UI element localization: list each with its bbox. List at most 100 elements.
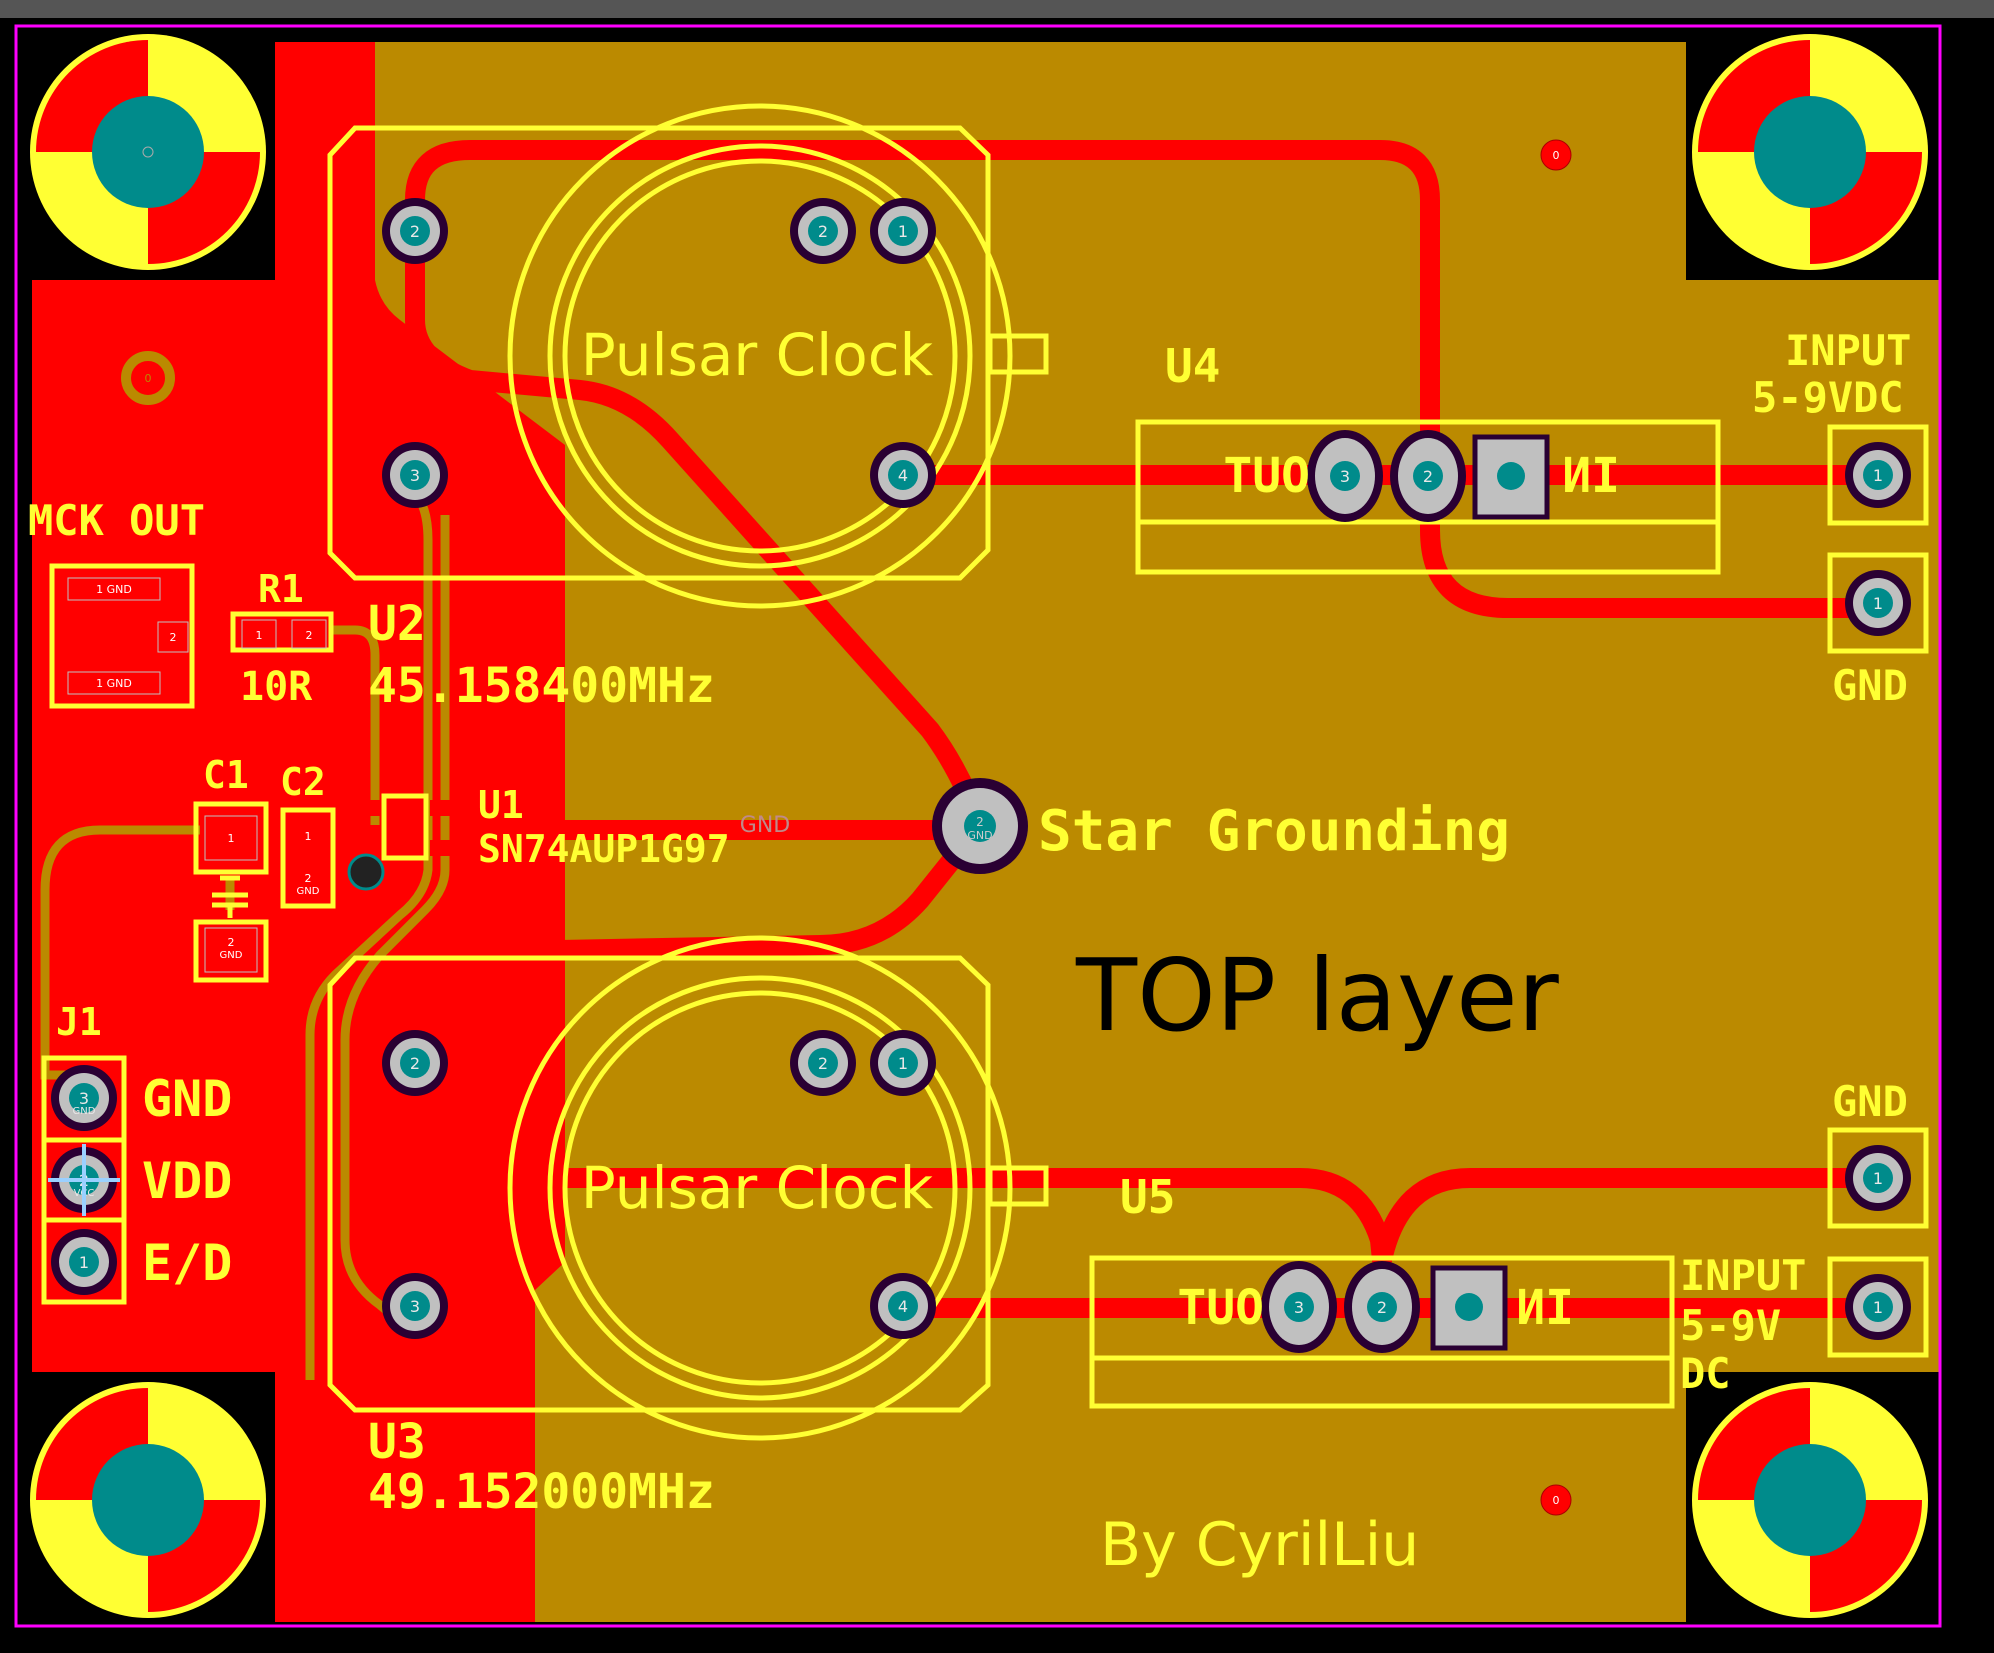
pad-number: 2 <box>1377 1298 1387 1317</box>
mck-out-label: MCK OUT <box>28 496 205 545</box>
u4-pad-3: 3 <box>1307 430 1383 522</box>
mck-pad-top-text: 1 GND <box>96 583 132 596</box>
pad-number: 3 <box>1294 1298 1304 1317</box>
connector-outlines <box>41 424 1929 1358</box>
pad-number: 3 <box>79 1089 89 1108</box>
u2-pad-2b: 2 <box>790 198 856 264</box>
author-label: By CyrilLiu <box>1100 1510 1419 1580</box>
regulator-outlines <box>1089 419 1721 1409</box>
u1-ref: U1 <box>478 783 524 827</box>
pad-number: 4 <box>898 466 908 485</box>
j1-vdd-label: VDD <box>142 1152 232 1210</box>
j1-ed-label: E/D <box>142 1234 232 1292</box>
through-hole-pads: 221342213432321111321GNDVCC <box>48 198 1911 1353</box>
mck-pad-bot-text: 1 GND <box>96 677 132 690</box>
u1-part: SN74AUP1G97 <box>478 827 730 871</box>
j1-pad-3: 3 <box>51 1065 117 1131</box>
mck-pad-mid-text: 2 <box>170 631 177 644</box>
via-label-top: 0 <box>1553 149 1560 162</box>
board-outline <box>14 24 1942 1628</box>
vias <box>121 139 1572 1516</box>
c2-pad2-text: 2 <box>305 872 312 885</box>
u4-in-label: IN <box>1562 448 1620 504</box>
r1-value: 10R <box>240 664 313 710</box>
u5-in-label: IN <box>1516 1280 1574 1336</box>
c2-pad2-net: GND <box>297 886 320 897</box>
u2-pad-4: 4 <box>870 442 936 508</box>
pad-number: 3 <box>410 466 420 485</box>
p-bot-range2-label: DC <box>1680 1349 1731 1398</box>
u2-freq: 45.158400MHz <box>368 658 715 714</box>
u3-oscillator-outline <box>327 935 1049 1441</box>
pad-net-label: GND <box>73 1106 96 1117</box>
p-top-gnd-pad: 1 <box>1845 570 1911 636</box>
pad-number: 2 <box>410 222 420 241</box>
mounting-hole-br <box>1692 1382 1928 1618</box>
u2-pad-2a: 2 <box>382 198 448 264</box>
p-top-range-label: 5-9VDC <box>1752 373 1904 422</box>
c1-pad2-net: GND <box>220 950 243 961</box>
via-label-left: 0 <box>145 372 152 385</box>
pad-number: 1 <box>898 1054 908 1073</box>
p-top-gnd-label: GND <box>1832 661 1908 710</box>
u4-ref: U4 <box>1165 339 1220 393</box>
c1-pad1-text: 1 <box>228 832 235 845</box>
star-pad-net: GND <box>967 829 992 842</box>
mounting-hole-bl <box>30 1382 266 1618</box>
pad-number: 4 <box>898 1297 908 1316</box>
pad-number: 1 <box>1873 466 1883 485</box>
pad-number: 1 <box>898 222 908 241</box>
layer-label: TOP layer <box>1075 937 1560 1054</box>
gnd-net-label: GND <box>740 813 790 838</box>
pad-number: 1 <box>79 1253 89 1272</box>
c1-pad2-text: 2 <box>228 936 235 949</box>
u5-out-label: OUT <box>1177 1280 1264 1336</box>
pad-number: 1 <box>1873 594 1883 613</box>
p-top-input-pad: 1 <box>1845 442 1911 508</box>
c1-ref: C1 <box>203 753 249 797</box>
p-bot-input-label: INPUT <box>1680 1251 1806 1300</box>
mounting-hole-tl <box>30 34 266 270</box>
u2-oscillator-outline <box>327 103 1049 609</box>
c2-pad1-text: 1 <box>305 830 312 843</box>
p-top-input-label: INPUT <box>1785 326 1911 375</box>
r1-ref: R1 <box>258 567 304 611</box>
pad-number: 1 <box>1873 1298 1883 1317</box>
u5-pad-2: 2 <box>1344 1261 1420 1353</box>
u4-pad-2: 2 <box>1390 430 1466 522</box>
u2-name-label: Pulsar Clock <box>581 321 934 389</box>
u3-ref: U3 <box>368 1414 426 1470</box>
star-pad-number: 2 <box>976 815 984 829</box>
star-ground-pad <box>932 778 1028 874</box>
u5-pad-3: 3 <box>1261 1261 1337 1353</box>
pad-number: 3 <box>1340 467 1350 486</box>
u3-pad-2b: 2 <box>790 1030 856 1096</box>
u2-ref: U2 <box>368 596 426 652</box>
via-label-bottom: 0 <box>1553 1494 1560 1507</box>
top-window-strip <box>0 0 1994 18</box>
u2-pad-3: 3 <box>382 442 448 508</box>
u3-pad-2a: 2 <box>382 1030 448 1096</box>
p-bot-input-pad: 1 <box>1845 1274 1911 1340</box>
mounting-hole-tr <box>1692 34 1928 270</box>
j1-ref: J1 <box>56 1000 102 1044</box>
j1-pad-1: 1 <box>51 1229 117 1295</box>
u3-pad-3: 3 <box>382 1273 448 1339</box>
pad-number: 1 <box>1873 1169 1883 1188</box>
u5-ref: U5 <box>1120 1170 1175 1224</box>
vdd-net-highlight <box>48 1144 120 1216</box>
p-bot-gnd-label: GND <box>1832 1077 1908 1126</box>
r1-pad2-text: 2 <box>306 629 313 642</box>
u3-freq: 49.152000MHz <box>368 1464 715 1520</box>
u2-pad-1: 1 <box>870 198 936 264</box>
gnd-thin-tracks <box>40 474 450 1380</box>
pad-number: 2 <box>818 222 828 241</box>
u4-out-label: OUT <box>1223 448 1310 504</box>
p-bot-gnd-pad: 1 <box>1845 1145 1911 1211</box>
smd-pads <box>67 577 450 973</box>
j1-gnd-label: GND <box>142 1070 232 1128</box>
pad-number: 2 <box>818 1054 828 1073</box>
p-bot-range1-label: 5-9V <box>1680 1301 1781 1350</box>
r1-pad1-text: 1 <box>256 629 263 642</box>
pad-number: 3 <box>410 1297 420 1316</box>
